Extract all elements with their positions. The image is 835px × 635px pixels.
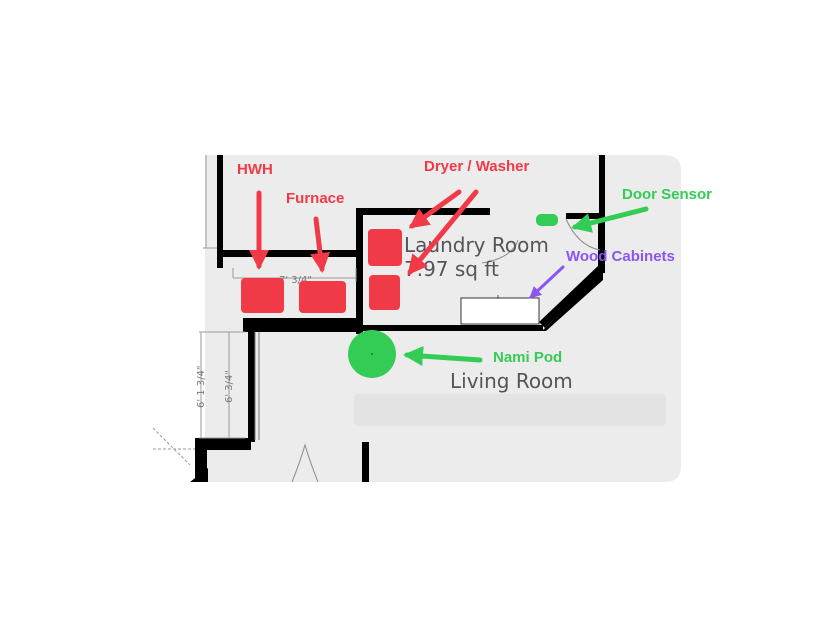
door-swings xyxy=(291,218,601,483)
door-sensor-arrow xyxy=(571,206,649,233)
appliance-markers xyxy=(241,214,558,378)
dimension-vertical-label-1: 6' 1 3/4" xyxy=(196,365,207,408)
dimension-lines xyxy=(152,155,357,466)
nami-pod-arrow xyxy=(403,346,483,367)
wood-cabinets-arrow xyxy=(529,265,565,299)
dimension-top-label: 7' 3/4" xyxy=(279,275,312,286)
living-room-floor-strip xyxy=(354,394,666,426)
living-room-name: Living Room xyxy=(450,369,573,393)
nami-pod-label: Nami Pod xyxy=(493,349,562,366)
dimension-vertical-label-2: 6' 3/4" xyxy=(224,370,235,403)
dryer-arrow xyxy=(408,189,462,229)
furnace-marker xyxy=(299,281,346,313)
hwh-marker xyxy=(241,278,284,313)
hwh-label: HWH xyxy=(237,161,273,178)
door-sensor-marker xyxy=(536,214,558,226)
nami-pod-dot xyxy=(371,353,373,355)
washer-marker xyxy=(369,275,400,310)
walls xyxy=(190,155,605,482)
washer-arrow xyxy=(407,189,479,276)
dryer-marker xyxy=(368,229,402,266)
wood-cabinets-label: Wood Cabinets xyxy=(566,248,675,265)
wood-cabinets-counter xyxy=(460,297,540,325)
door-sensor-label: Door Sensor xyxy=(622,186,712,203)
annotation-arrows xyxy=(249,189,649,367)
furnace-label: Furnace xyxy=(286,190,344,207)
dryer-washer-label: Dryer / Washer xyxy=(424,158,529,175)
furnace-arrow xyxy=(310,216,331,273)
